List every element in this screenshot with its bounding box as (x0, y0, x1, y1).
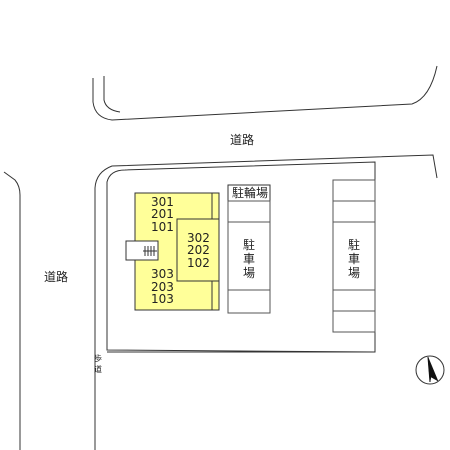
north-arrow-icon (415, 355, 445, 385)
sidewalk-label-1: 歩 (94, 353, 102, 363)
unit-303: 303 (151, 267, 174, 281)
road-left-edge (3, 171, 21, 450)
staircase-steps-icon (143, 246, 157, 256)
parking-right-label-1: 駐 (348, 237, 360, 252)
road-top-left-edge (92, 65, 438, 121)
unit-301: 301 (151, 195, 174, 209)
unit-103: 103 (151, 292, 174, 306)
unit-202: 202 (187, 243, 210, 257)
road-top-left-curb-inner (103, 76, 121, 113)
unit-203: 203 (151, 280, 174, 294)
parking-left-label-1: 駐 (243, 237, 255, 252)
parking-right-label-3: 場 (348, 266, 360, 280)
parking-left-label-2: 車 (243, 252, 255, 266)
parking-left-label-3: 場 (243, 266, 255, 280)
parking-right-label-2: 車 (348, 252, 360, 266)
unit-102: 102 (187, 256, 210, 270)
parking-right (332, 179, 376, 333)
road-top-label: 道路 (230, 132, 254, 147)
sidewalk-label-2: 道 (94, 364, 102, 374)
bike-parking-label: 駐輪場 (232, 185, 268, 200)
unit-101: 101 (151, 220, 174, 234)
building-right-wing (176, 218, 220, 282)
road-left-label: 道路 (44, 269, 68, 284)
parking-left (227, 200, 271, 314)
sidewalk-outer-edge (94, 154, 438, 450)
staircase (125, 240, 159, 261)
site-boundary (106, 161, 376, 353)
unit-201: 201 (151, 207, 174, 221)
unit-302: 302 (187, 231, 210, 245)
